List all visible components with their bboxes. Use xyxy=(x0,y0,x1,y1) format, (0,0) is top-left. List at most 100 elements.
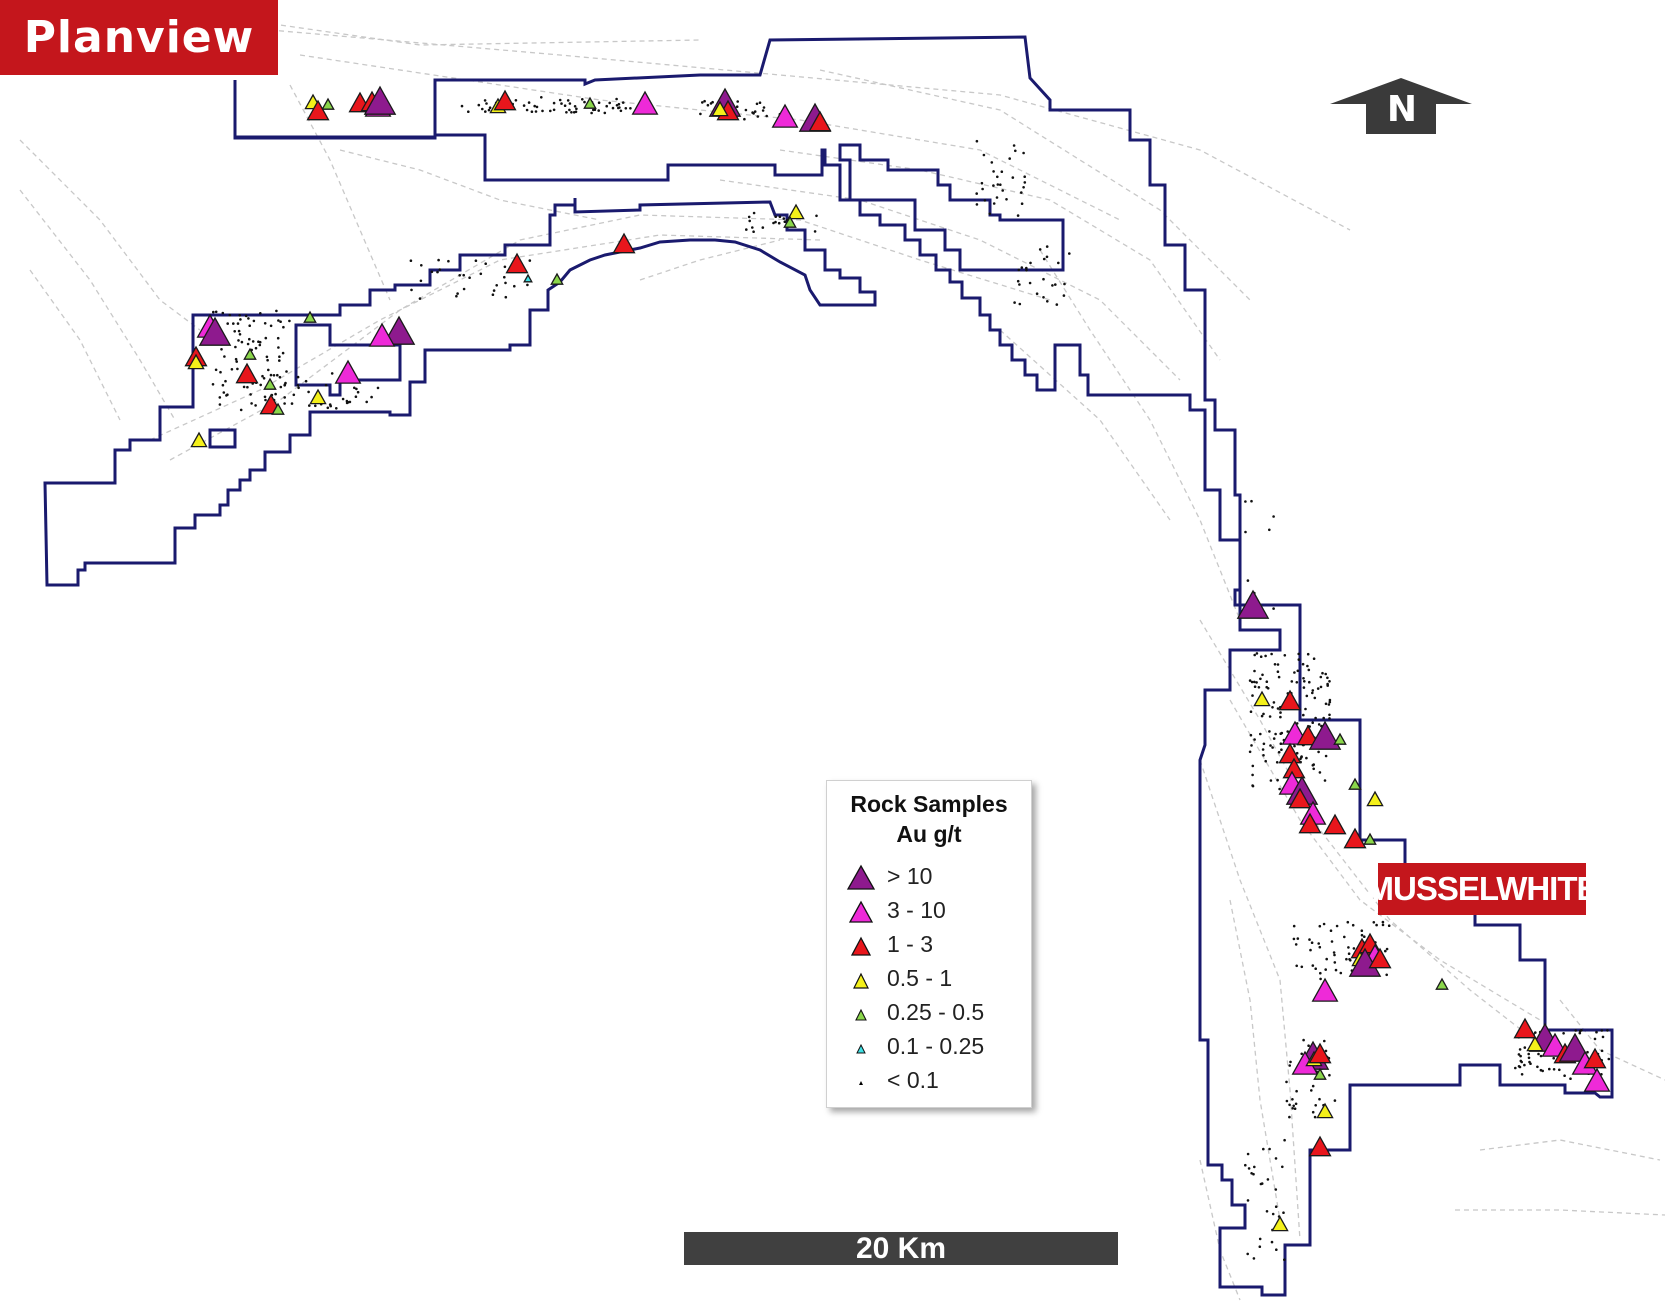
sample-triangle xyxy=(303,310,317,323)
sample-dot xyxy=(1270,1240,1274,1244)
sample-dot xyxy=(259,383,263,387)
sample-dot xyxy=(272,374,276,377)
sample-dot xyxy=(224,379,227,383)
sample-dot xyxy=(1347,946,1350,949)
sample-dot xyxy=(263,395,267,399)
sample-dot xyxy=(285,370,288,373)
sample-dot xyxy=(813,230,817,233)
sample-dot xyxy=(1261,673,1264,677)
sample-dot xyxy=(1385,947,1389,951)
sample-dot xyxy=(783,220,787,223)
sample-dot xyxy=(276,336,280,340)
sample-triangle xyxy=(190,431,208,448)
sample-dot xyxy=(254,346,258,350)
sample-dot xyxy=(477,103,481,107)
sample-triangle xyxy=(1288,787,1312,809)
sample-dot xyxy=(1310,941,1314,944)
sample-dot xyxy=(1304,707,1307,711)
sample-dot xyxy=(1295,1089,1298,1093)
sample-dot xyxy=(1253,1165,1256,1169)
triangle-xxs-icon xyxy=(856,1043,866,1054)
sample-dot xyxy=(1273,663,1277,666)
sample-dot xyxy=(1328,1073,1331,1077)
sample-dot xyxy=(618,106,621,109)
sample-dot xyxy=(1314,716,1317,720)
legend-title-line1: Rock Samples xyxy=(850,791,1008,817)
legend-item: 1 - 3 xyxy=(827,929,1031,961)
sample-dot xyxy=(774,215,777,218)
sample-dot xyxy=(996,175,999,179)
sample-triangle xyxy=(1308,1042,1332,1064)
sample-dot xyxy=(552,108,556,112)
sample-dot xyxy=(226,322,229,325)
sample-dot xyxy=(1324,754,1328,758)
sample-dot xyxy=(269,373,273,377)
sample-triangle xyxy=(334,359,362,384)
sample-dot xyxy=(247,317,250,320)
sample-dot xyxy=(735,105,739,108)
sample-dot xyxy=(1600,1049,1604,1053)
sample-dot xyxy=(761,226,765,229)
sample-dot xyxy=(1288,1103,1291,1107)
sample-triangle xyxy=(309,388,327,405)
sample-dot xyxy=(485,102,488,105)
sample-dot xyxy=(1260,714,1264,718)
sample-dot xyxy=(1279,742,1283,745)
sample-triangle xyxy=(1366,790,1384,807)
sample-dot xyxy=(541,109,544,113)
sample-dot xyxy=(1261,748,1265,751)
sample-dot xyxy=(751,111,754,114)
sample-dot xyxy=(221,311,225,315)
sample-dot xyxy=(1255,681,1258,684)
sample-dot xyxy=(1300,755,1303,758)
sample-dot xyxy=(756,115,760,118)
sample-dot xyxy=(1311,964,1315,967)
sample-dot xyxy=(1321,671,1324,675)
scale-bar: 20 Km xyxy=(684,1232,1118,1265)
sample-dot xyxy=(573,105,577,108)
sample-dot xyxy=(1265,1210,1269,1213)
north-label: N xyxy=(1386,89,1418,130)
sample-dot xyxy=(488,106,492,109)
sample-dot xyxy=(1000,170,1004,173)
sample-dot xyxy=(1262,754,1265,757)
musselwhite-label: MUSSELWHITE xyxy=(1367,863,1599,915)
sample-dot xyxy=(1306,664,1309,668)
sample-dot xyxy=(1335,924,1339,928)
sample-dot xyxy=(1244,1163,1247,1167)
sample-triangle xyxy=(1313,1067,1327,1080)
sample-dot xyxy=(608,101,611,105)
sample-dot xyxy=(1312,657,1316,660)
sample-dot xyxy=(1291,1107,1294,1110)
sample-dot xyxy=(1259,732,1262,736)
sample-dot xyxy=(460,104,464,108)
sample-triangle xyxy=(235,362,259,384)
sample-dot xyxy=(341,397,345,401)
sample-dot xyxy=(1023,175,1026,178)
sample-dot xyxy=(990,161,994,164)
sample-dot xyxy=(1314,967,1317,970)
sample-dot xyxy=(1045,255,1049,259)
sample-dot xyxy=(1020,266,1024,269)
sample-dot xyxy=(514,99,518,102)
sample-dot xyxy=(283,396,287,399)
sample-dot xyxy=(1018,302,1022,306)
sample-dot xyxy=(324,383,328,387)
sample-dot xyxy=(1022,151,1025,155)
sample-dot xyxy=(1277,675,1281,679)
sample-dot xyxy=(568,108,571,112)
sample-dot xyxy=(503,275,506,279)
sample-triangle xyxy=(1368,947,1392,969)
sample-dot xyxy=(1296,669,1300,673)
sample-dot xyxy=(365,400,369,404)
sample-dot xyxy=(533,104,536,108)
sample-dot xyxy=(1563,1074,1566,1077)
sample-dot xyxy=(1253,685,1257,688)
sample-triangle xyxy=(1296,724,1320,746)
triangle-xl-icon xyxy=(846,864,876,890)
sample-dot xyxy=(513,284,516,288)
sample-dot xyxy=(1558,1068,1561,1072)
sample-dot xyxy=(345,401,349,405)
sample-dot xyxy=(1607,1057,1611,1061)
